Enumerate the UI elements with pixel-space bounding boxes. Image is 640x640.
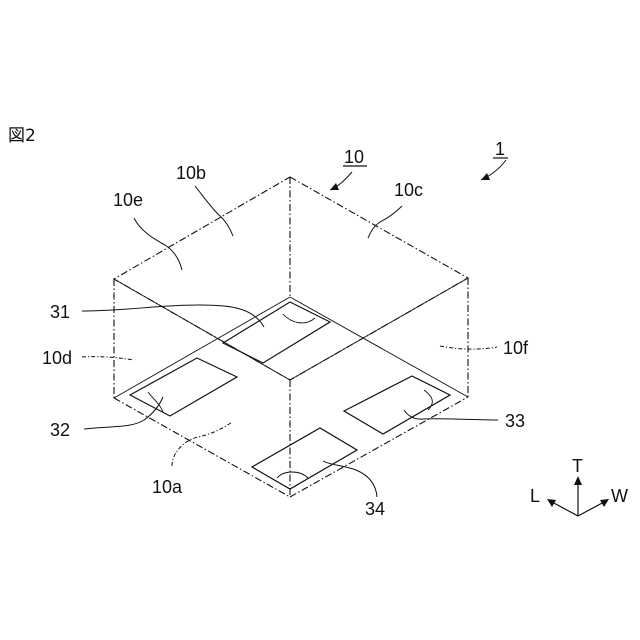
axis-w-line	[578, 502, 604, 516]
leader-10d	[82, 357, 134, 360]
axis-l-line	[552, 502, 578, 516]
arrowhead-10	[330, 183, 339, 190]
inner-line-right	[290, 278, 468, 380]
label-32: 32	[50, 420, 70, 440]
label-10b: 10b	[176, 163, 206, 183]
terminal-32	[130, 358, 237, 416]
arc-33	[424, 390, 432, 410]
axis-l-label: L	[530, 486, 540, 506]
leader-33	[404, 410, 498, 420]
terminal-34	[252, 428, 357, 489]
axis-t-arrowhead	[574, 476, 582, 485]
figure-label: 図2	[8, 126, 36, 146]
axis-w-label: W	[611, 486, 628, 506]
reference-labels: 1 10 10b 10e 10c 10d 10f 31 32 33 10a 34	[42, 139, 529, 519]
label-33: 33	[505, 411, 525, 431]
axis-t-label: T	[572, 456, 583, 476]
top-face-edges	[114, 177, 468, 380]
label-10f: 10f	[503, 338, 529, 358]
bottom-right-edge	[290, 397, 468, 497]
label-10a: 10a	[152, 477, 183, 497]
inner-line-back-right	[290, 297, 468, 397]
inner-line-back-left	[114, 297, 290, 398]
terminal-33	[344, 376, 450, 434]
axis-indicator: T L W	[530, 456, 628, 516]
arc-34	[277, 472, 308, 478]
leader-lines	[82, 160, 506, 497]
leader-10e	[134, 218, 182, 270]
inner-line-left	[114, 279, 290, 380]
box-outline	[114, 177, 468, 497]
label-10d: 10d	[42, 348, 72, 368]
label-10: 10	[344, 147, 364, 167]
terminal-31	[223, 302, 330, 363]
leader-10b	[195, 186, 233, 236]
leader-10c	[368, 206, 402, 238]
label-10c: 10c	[394, 180, 423, 200]
label-10e: 10e	[113, 190, 143, 210]
label-1: 1	[495, 139, 505, 159]
arc-31	[283, 314, 315, 323]
leader-34	[323, 461, 377, 497]
leader-32	[84, 397, 163, 429]
bottom-left-edge	[114, 398, 290, 497]
leader-31	[82, 305, 264, 327]
label-34: 34	[365, 499, 385, 519]
label-31: 31	[50, 302, 70, 322]
